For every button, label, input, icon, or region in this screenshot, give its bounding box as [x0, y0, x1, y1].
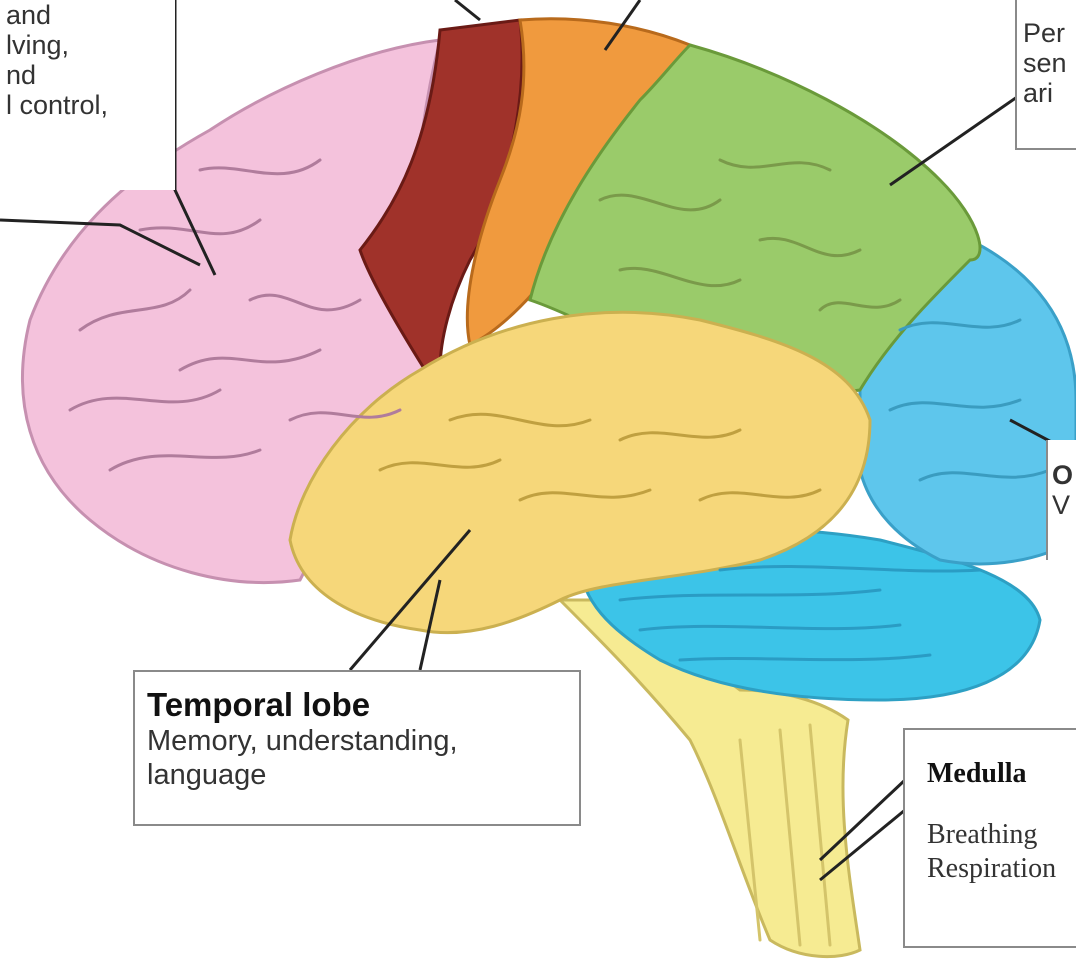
medulla-desc-line2: Respiration — [927, 852, 1076, 886]
frontal-fragment-line2: lving, — [6, 30, 175, 60]
parietal-fragment-line1: Per — [1023, 18, 1076, 48]
frontal-label-fragment: and lving, nd l control, — [0, 0, 175, 190]
parietal-fragment-line3: ari — [1023, 78, 1076, 108]
frontal-fragment-line1: and — [6, 0, 175, 30]
temporal-lobe-desc-line2: language — [147, 758, 579, 792]
occipital-fragment-line2: V — [1052, 490, 1076, 520]
medulla-desc-line1: Breathing — [927, 818, 1076, 852]
temporal-lobe-title: Temporal lobe — [147, 686, 579, 724]
medulla-label: Medulla Breathing Respiration — [903, 728, 1076, 948]
frontal-fragment-line4: l control, — [6, 90, 175, 120]
occipital-fragment-line1: O — [1052, 460, 1076, 490]
temporal-lobe-desc-line1: Memory, understanding, — [147, 724, 579, 758]
temporal-lobe-label: Temporal lobe Memory, understanding, lan… — [133, 670, 581, 826]
medulla-title: Medulla — [927, 754, 1076, 794]
parietal-label-fragment: Per sen ari — [1015, 0, 1076, 150]
parietal-fragment-line2: sen — [1023, 48, 1076, 78]
occipital-label-fragment: O V — [1046, 440, 1076, 560]
frontal-fragment-line3: nd — [6, 60, 175, 90]
